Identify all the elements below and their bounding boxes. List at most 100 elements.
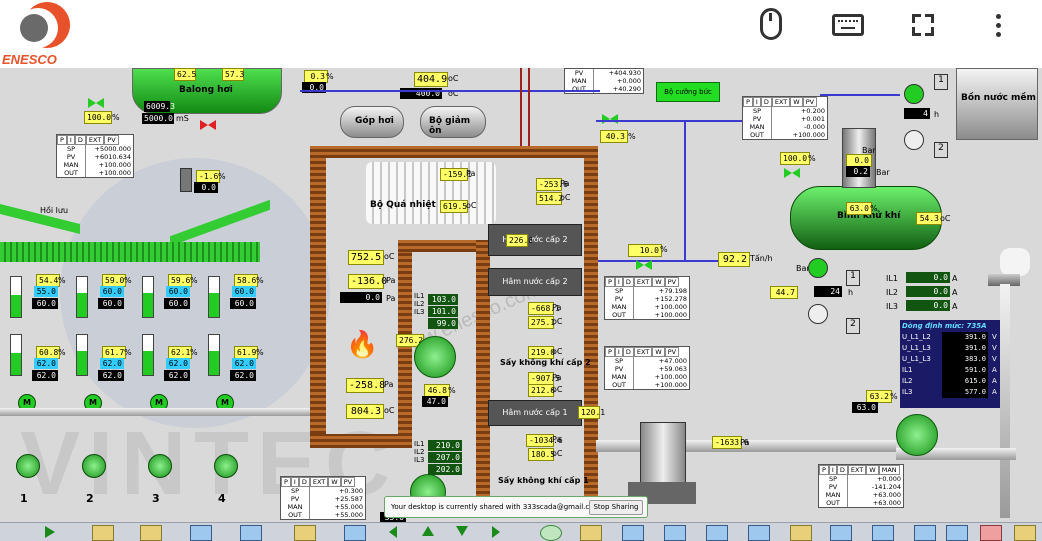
steam-header[interactable]: Góp hơi xyxy=(340,106,404,138)
user-icon[interactable] xyxy=(872,525,894,541)
play-icon[interactable] xyxy=(40,525,60,539)
pid-hdr-p[interactable]: P xyxy=(605,347,615,357)
network-icon[interactable] xyxy=(946,525,968,541)
pid-hdr-w[interactable]: W xyxy=(790,97,803,107)
print-icon[interactable] xyxy=(790,525,812,541)
pid-hdr-d[interactable]: D xyxy=(74,135,86,145)
mouse-icon[interactable] xyxy=(760,8,782,40)
stoker-fan-icon[interactable] xyxy=(82,454,106,478)
pid-hdr-pv[interactable]: PV xyxy=(664,277,680,287)
folder-icon[interactable] xyxy=(92,525,114,541)
trend-icon[interactable] xyxy=(706,525,728,541)
stoker-fan-icon[interactable] xyxy=(16,454,40,478)
pid-hdr-pv[interactable]: PV xyxy=(802,97,818,107)
drum-pid-table[interactable]: P I D EXT PV SP+5000.000 PV+6010.634 MAN… xyxy=(56,134,134,178)
arrow-right-icon[interactable] xyxy=(486,525,506,539)
pid-hdr-pv[interactable]: PV xyxy=(340,477,356,487)
pid-hdr-pv[interactable]: PV xyxy=(104,135,119,145)
settings-icon[interactable] xyxy=(748,525,770,541)
pid-row-value[interactable]: +55.000 xyxy=(309,503,365,511)
arrow-left-icon[interactable] xyxy=(384,525,404,539)
feed-pump-2-icon[interactable] xyxy=(808,304,828,324)
pid-row-value[interactable]: +100.000 xyxy=(633,373,689,381)
pid-hdr-w[interactable]: W xyxy=(652,347,665,357)
arrow-down-icon[interactable] xyxy=(452,525,472,539)
pid-row-value[interactable]: +100.000 xyxy=(85,161,133,169)
refresh-icon[interactable] xyxy=(540,525,562,541)
pid-hdr-w[interactable]: W xyxy=(652,277,665,287)
feed-valve-icon[interactable] xyxy=(88,96,104,108)
id-fan-icon[interactable] xyxy=(896,414,938,456)
pid-hdr-ext[interactable]: EXT xyxy=(771,97,791,107)
arrow-up-icon[interactable] xyxy=(418,525,438,539)
pid-row-value[interactable]: +0.200 xyxy=(771,107,827,115)
pid-hdr-i[interactable]: I xyxy=(828,465,837,475)
economizer-2[interactable]: Hâm nước cấp 2 xyxy=(488,224,582,256)
soft-water-pump-1-icon[interactable] xyxy=(904,84,924,104)
pid-hdr-ext[interactable]: EXT xyxy=(633,277,653,287)
pid-hdr-man[interactable]: MAN xyxy=(878,465,900,475)
pid-hdr-d[interactable]: D xyxy=(298,477,310,487)
pid-hdr-i[interactable]: I xyxy=(614,347,623,357)
pid-hdr-d[interactable]: D xyxy=(836,465,848,475)
pid-hdr-i[interactable]: I xyxy=(290,477,299,487)
id-fan-pid-table[interactable]: P I D EXT W MAN SP+0.000 PV-141.204 MAN+… xyxy=(818,464,904,508)
pid-row-value[interactable]: +0.000 xyxy=(593,77,643,85)
pid-hdr-ext[interactable]: EXT xyxy=(85,135,105,145)
pid-hdr-w[interactable]: W xyxy=(866,465,879,475)
deaerator-pid-table[interactable]: P I D EXT W PV SP+0.200 PV+0.001 MAN-0.0… xyxy=(742,96,828,140)
pid-row-value[interactable]: +47.000 xyxy=(633,357,689,365)
stoker-fan-icon[interactable] xyxy=(148,454,172,478)
pid-hdr-pv[interactable]: PV xyxy=(664,347,680,357)
pid-row-value[interactable]: +0.300 xyxy=(309,487,365,495)
secondary-fan-icon[interactable] xyxy=(414,336,456,378)
pid-row-value[interactable]: +79.198 xyxy=(633,287,689,295)
pid-hdr-i[interactable]: I xyxy=(614,277,623,287)
pid-hdr-p[interactable]: P xyxy=(57,135,67,145)
economizer-1[interactable]: Hâm nước cấp 1 xyxy=(488,400,582,426)
pid-hdr-w[interactable]: W xyxy=(328,477,341,487)
report-icon[interactable] xyxy=(622,525,644,541)
feedwater-valve-icon[interactable] xyxy=(636,258,652,270)
list-icon[interactable] xyxy=(580,525,602,541)
window-icon[interactable] xyxy=(830,525,852,541)
pid-hdr-d[interactable]: D xyxy=(622,277,634,287)
pid-hdr-ext[interactable]: EXT xyxy=(309,477,329,487)
attemperator-valve-icon[interactable] xyxy=(602,112,618,124)
pid-row-value[interactable]: +0.000 xyxy=(847,475,903,483)
deaerator-valve-icon[interactable] xyxy=(784,166,800,178)
pid-hdr-i[interactable]: I xyxy=(66,135,75,145)
forced-mode-button[interactable]: Bộ cưỡng bức xyxy=(656,82,720,102)
pid-hdr-i[interactable]: I xyxy=(752,97,761,107)
logout-icon[interactable] xyxy=(980,525,1002,541)
pid-row-value[interactable]: +100.000 xyxy=(633,303,689,311)
pid-hdr-d[interactable]: D xyxy=(622,347,634,357)
fd-fan-pid-table[interactable]: P I D EXT W PV SP+0.300 PV+25.587 MAN+55… xyxy=(280,476,366,520)
feed-pump-1-icon[interactable] xyxy=(808,258,828,278)
stop-sharing-button[interactable]: Stop Sharing xyxy=(589,500,643,515)
document-icon[interactable] xyxy=(240,525,262,541)
pid-hdr-ext[interactable]: EXT xyxy=(847,465,867,475)
pid-hdr-ext[interactable]: EXT xyxy=(633,347,653,357)
pid-row-value[interactable]: -0.000 xyxy=(771,123,827,131)
economizer-2b[interactable]: Hâm nước cấp 2 xyxy=(488,268,582,296)
open-icon[interactable] xyxy=(140,525,162,541)
fullscreen-icon[interactable] xyxy=(912,14,934,36)
desuperheater[interactable]: Bộ giảm ôn xyxy=(420,106,486,138)
pid-hdr-d[interactable]: D xyxy=(760,97,772,107)
pid-hdr-p[interactable]: P xyxy=(605,277,615,287)
pid-hdr-p[interactable]: P xyxy=(743,97,753,107)
help-icon[interactable] xyxy=(914,525,936,541)
alarm-icon[interactable] xyxy=(664,525,686,541)
keyboard-icon[interactable] xyxy=(832,14,864,36)
feed-pid-table[interactable]: P I D EXT W PV SP+79.198 PV+152.278 MAN+… xyxy=(604,276,690,320)
pid-row-value[interactable]: +63.000 xyxy=(847,491,903,499)
pid-hdr-p[interactable]: P xyxy=(281,477,291,487)
pid-row-value[interactable]: +5000.000 xyxy=(85,145,133,153)
soft-water-pump-2-icon[interactable] xyxy=(904,130,924,150)
attemperator-pid-table[interactable]: PV+404.930 MAN+0.000 OUT+40.290 xyxy=(564,68,644,94)
pid-hdr-p[interactable]: P xyxy=(819,465,829,475)
note-icon[interactable] xyxy=(294,525,316,541)
monitor-icon[interactable] xyxy=(344,525,366,541)
save-icon[interactable] xyxy=(190,525,212,541)
